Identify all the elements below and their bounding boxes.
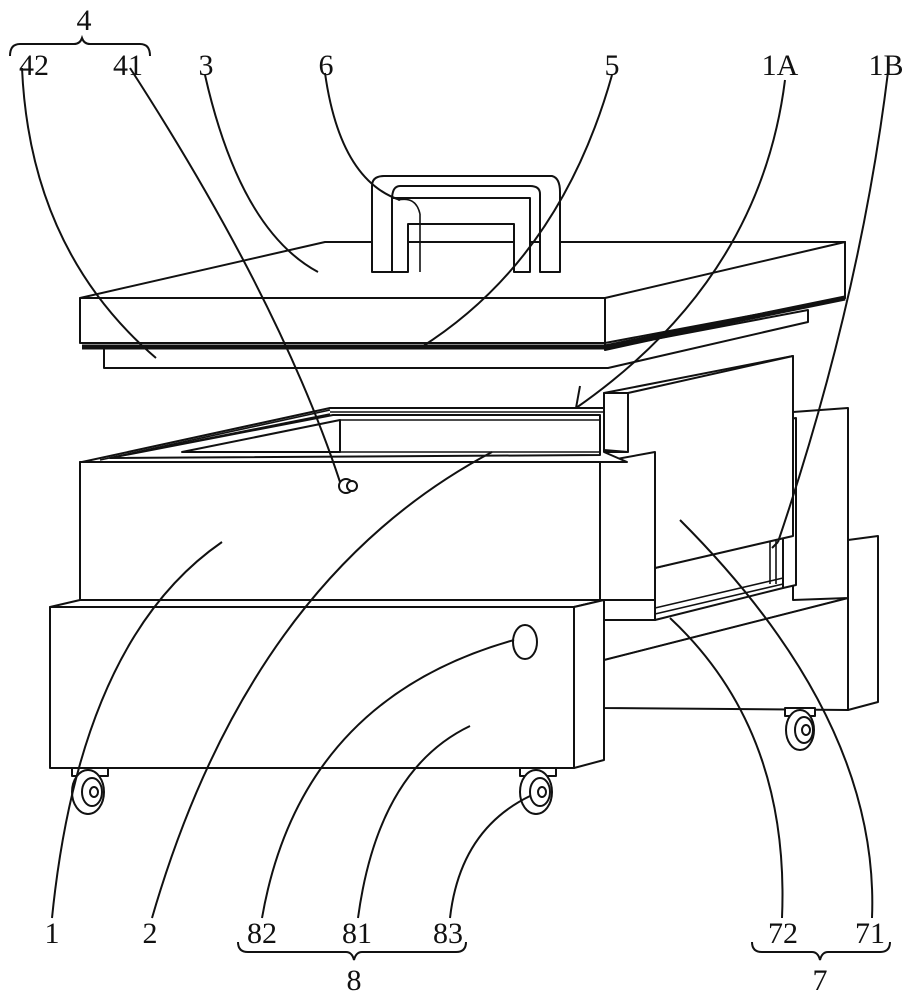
main-body-1 [79, 451, 656, 601]
label-2: 2 [143, 917, 158, 950]
label-72: 72 [768, 917, 798, 950]
caster-front-left [71, 767, 109, 815]
lid-3 [79, 241, 846, 369]
label-42: 42 [19, 49, 49, 82]
label-1B: 1B [868, 49, 903, 82]
label-81: 81 [342, 917, 372, 950]
label-83: 83 [433, 917, 463, 950]
label-41: 41 [113, 49, 143, 82]
label-6: 6 [319, 49, 334, 82]
label-71: 71 [855, 917, 885, 950]
knob-82 [512, 624, 538, 660]
label-3: 3 [199, 49, 214, 82]
label-4: 4 [77, 4, 92, 37]
handle-6 [371, 175, 561, 273]
braces [9, 34, 891, 961]
label-1: 1 [45, 917, 60, 950]
label-1A: 1A [762, 49, 799, 82]
caster-rear-right [784, 707, 816, 751]
leader-lines [21, 67, 889, 919]
label-8: 8 [347, 964, 362, 997]
container-tray-2 [81, 407, 628, 463]
reference-labels: 4 42 41 3 6 5 1A 1B 1 2 82 81 83 72 71 8… [19, 4, 904, 997]
lower-housing-81 [49, 599, 605, 769]
extension-base-rail [603, 535, 879, 711]
label-7: 7 [813, 964, 828, 997]
label-82: 82 [247, 917, 277, 950]
label-5: 5 [605, 49, 620, 82]
caster-front-right [519, 767, 557, 815]
